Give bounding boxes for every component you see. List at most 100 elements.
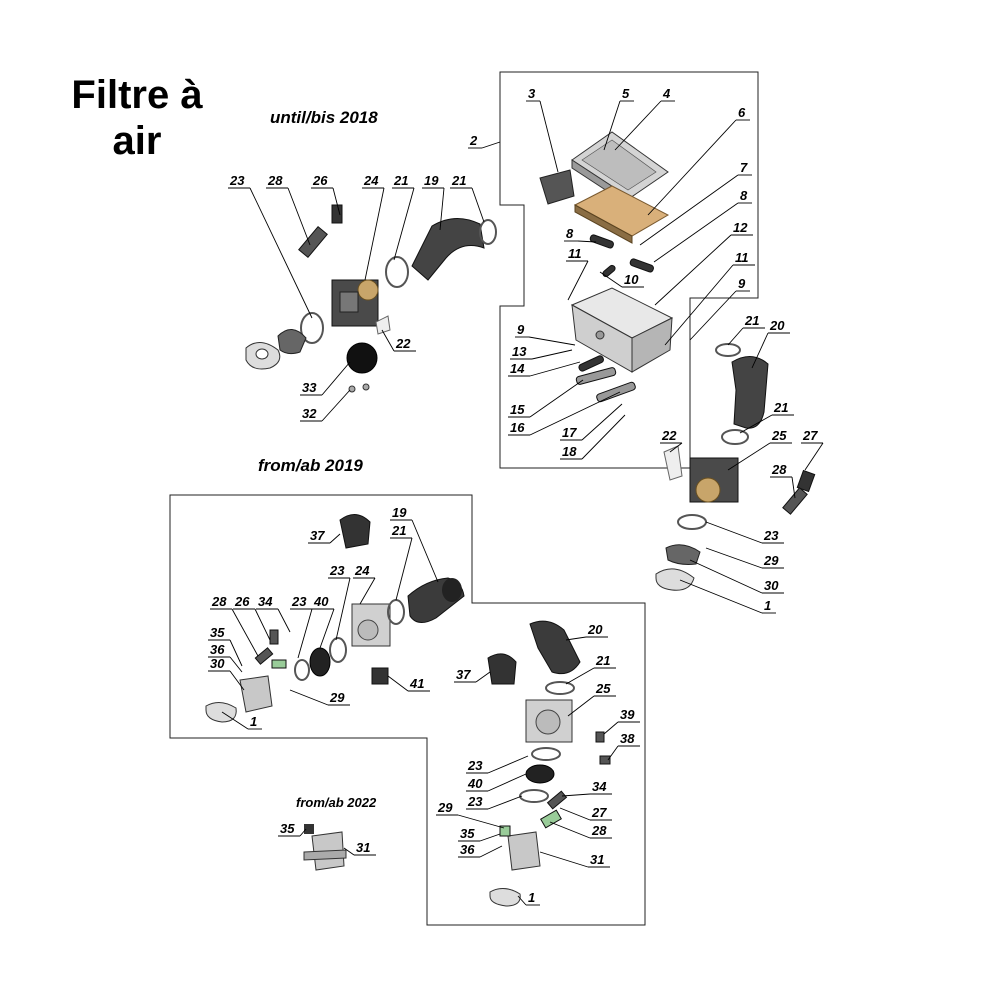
leader-line: [567, 260, 589, 301]
boot-37-part: [339, 514, 371, 549]
bracket-22-part: [375, 315, 391, 335]
leader-line: [487, 755, 529, 774]
leader-line: [289, 689, 329, 706]
part-number-label: 21: [773, 400, 788, 415]
leader-line: [791, 476, 796, 499]
leader-line: [614, 100, 662, 151]
sensors-2019-right: [499, 731, 611, 837]
leader-line: [229, 639, 243, 667]
part-number-label: 36: [460, 842, 475, 857]
intake-boot-20-part: [731, 356, 769, 429]
part-number-label: 41: [409, 676, 424, 691]
part-number-label: 5: [622, 86, 630, 101]
part-number-label: 10: [624, 272, 639, 287]
leader-line: [528, 336, 576, 346]
part-number-label: 25: [771, 428, 787, 443]
part-number-label: 1: [250, 714, 257, 729]
part-number-label: 8: [566, 226, 574, 241]
part-number-label: 28: [267, 173, 283, 188]
leader-line: [607, 745, 619, 761]
part-number-label: 9: [517, 322, 525, 337]
part-number-label: 15: [510, 402, 525, 417]
leader-line: [689, 559, 763, 594]
bracket-22-right-part: [663, 445, 683, 481]
part-number-label: 39: [620, 707, 635, 722]
leader-line: [487, 773, 527, 792]
part-number-label: 16: [510, 420, 525, 435]
part-number-label: 19: [424, 173, 439, 188]
leader-line: [481, 141, 501, 149]
part-number-label: 3: [528, 86, 536, 101]
part-number-label: 22: [395, 336, 411, 351]
part-number-label: 25: [595, 681, 611, 696]
airbox-housing-part: [570, 287, 674, 373]
leader-line: [249, 187, 313, 319]
part-number-label: 20: [769, 318, 785, 333]
leader-line: [479, 845, 503, 858]
leader-line: [277, 608, 291, 633]
leader-line: [364, 187, 385, 281]
part-number-label: 18: [562, 444, 577, 459]
part-number-label: 1: [764, 598, 771, 613]
leader-line: [229, 656, 243, 673]
leader-line: [539, 100, 559, 173]
leader-line: [739, 414, 773, 434]
leader-line: [359, 577, 376, 605]
connector-41-part: [371, 667, 389, 685]
leader-line: [639, 174, 739, 246]
part-number-label: 9: [738, 276, 746, 291]
throttle-body-25-part: [689, 457, 739, 503]
leader-line: [517, 895, 527, 906]
leader-line: [679, 579, 763, 614]
leader-line: [529, 391, 621, 436]
boot-19-2019-part: [407, 577, 465, 623]
leader-line: [395, 537, 413, 601]
part-number-label: 4: [662, 86, 671, 101]
leader-line: [393, 187, 415, 261]
part-number-label: 29: [329, 690, 345, 705]
part-number-label: 28: [211, 594, 227, 609]
intake-boot-19-part: [411, 218, 485, 281]
leader-line: [531, 349, 573, 360]
part-number-label: 34: [592, 779, 607, 794]
leader-line: [727, 442, 771, 471]
part-number-label: 28: [591, 823, 607, 838]
airbox-hoses-part: [575, 234, 654, 403]
part-number-label: 31: [356, 840, 370, 855]
part-number-label: 24: [354, 563, 370, 578]
leader-line: [297, 608, 313, 659]
boot-37-lower-part: [487, 653, 517, 685]
leader-line: [567, 695, 595, 717]
leader-line: [439, 187, 445, 231]
part-number-label: 24: [363, 173, 379, 188]
part-number-label: 11: [735, 250, 749, 265]
part-number-label: 35: [460, 826, 475, 841]
leader-line: [221, 711, 249, 730]
part-number-label: 7: [740, 160, 748, 175]
leader-line: [319, 608, 335, 649]
leader-line: [647, 119, 737, 216]
part-number-label: 38: [620, 731, 635, 746]
sensor-26-part: [331, 204, 343, 224]
part-number-label: 34: [258, 594, 273, 609]
leader-line: [603, 100, 621, 151]
intake-31-2022-part: [303, 824, 347, 871]
boot-20-2019-part: [529, 620, 581, 675]
part-number-label: 35: [280, 821, 295, 836]
section-label-from-2022: from/ab 2022: [296, 795, 377, 810]
part-number-label: 35: [210, 625, 225, 640]
leader-line: [411, 519, 439, 583]
clamps-2019-right: [519, 681, 575, 803]
leader-line: [549, 821, 591, 839]
leader-line: [599, 271, 623, 288]
leader-line: [332, 187, 341, 216]
sensor-28-right-part: [782, 487, 808, 515]
part-number-label: 23: [291, 594, 307, 609]
flange-30-part: [655, 544, 701, 591]
part-number-label: 23: [467, 794, 483, 809]
leader-line: [565, 667, 595, 685]
page-title: Filtre à air: [71, 73, 203, 163]
leader-line: [343, 847, 355, 856]
part-number-label: 21: [744, 313, 759, 328]
